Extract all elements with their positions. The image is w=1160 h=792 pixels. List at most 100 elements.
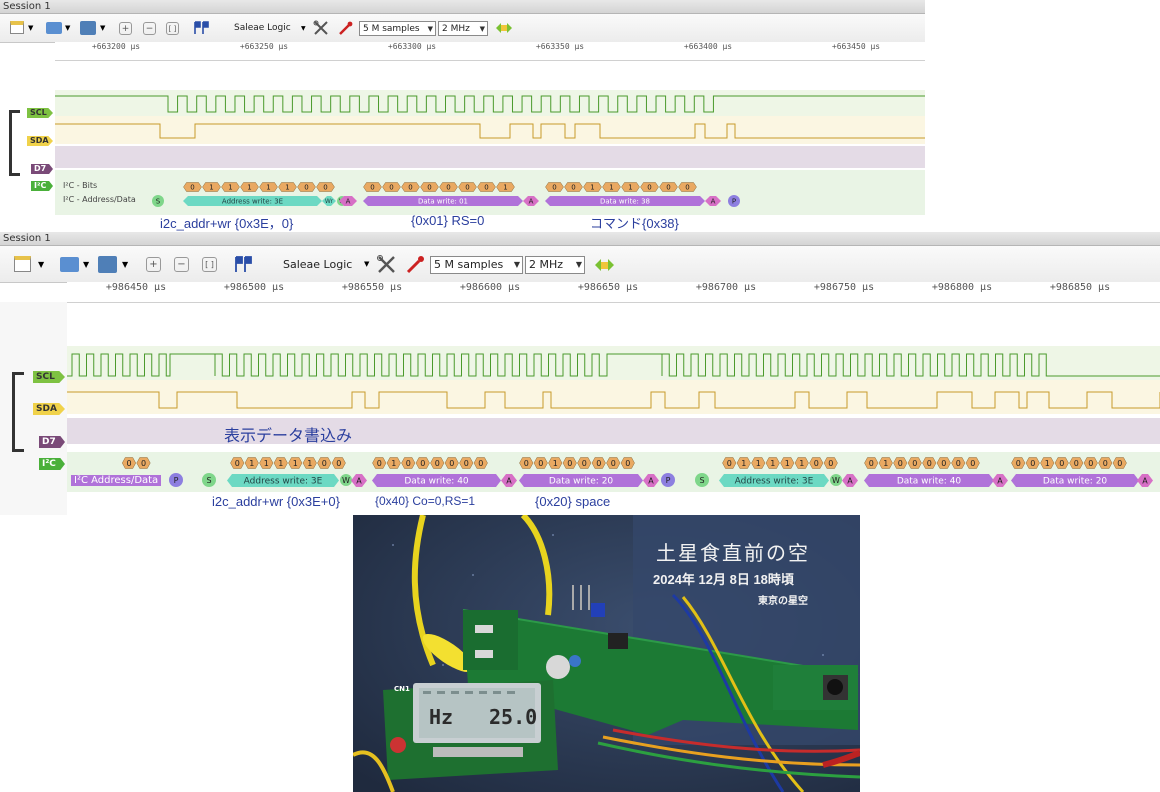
- channel-scl[interactable]: SCL: [33, 371, 65, 383]
- address-frame[interactable]: [227, 474, 339, 487]
- start-capture-icon[interactable]: [496, 22, 512, 34]
- chevron-down-icon[interactable]: ▼: [38, 260, 45, 269]
- w-marker[interactable]: [830, 474, 842, 486]
- start-marker[interactable]: [202, 473, 216, 487]
- bit-cell-label: 1: [609, 183, 613, 191]
- bit-cell: [936, 457, 951, 469]
- ruler-tick: +986500 µs: [223, 282, 285, 293]
- bit-cell: [401, 457, 416, 469]
- poster-date: 2024年 12月 8日 18時頃: [653, 572, 794, 587]
- zoom-out-icon[interactable]: −: [174, 257, 189, 272]
- channel-sda[interactable]: SDA: [33, 403, 65, 415]
- bit-cell-label: 0: [370, 183, 374, 191]
- bit-cell: [420, 182, 439, 192]
- settings-tools-icon[interactable]: [377, 255, 396, 274]
- ack-frame[interactable]: [1137, 474, 1153, 487]
- save-icon[interactable]: [80, 21, 96, 35]
- annotation-address: i2c_addr+wr {0x3E+0}: [212, 494, 340, 509]
- data-frame[interactable]: [864, 474, 994, 487]
- ack-frame[interactable]: [351, 474, 367, 487]
- bit-cell-label: 0: [970, 459, 975, 468]
- bit-cell: [273, 457, 288, 469]
- channel-scl[interactable]: SCL: [27, 108, 53, 118]
- data-frame[interactable]: [1011, 474, 1139, 487]
- ack-frame[interactable]: [523, 196, 539, 206]
- marker-flags-icon[interactable]: [234, 256, 252, 273]
- channel-i2c[interactable]: I²C: [31, 181, 53, 191]
- stop-marker[interactable]: [728, 195, 740, 207]
- chevron-down-icon[interactable]: ▼: [28, 24, 34, 32]
- data-frame[interactable]: [372, 474, 501, 487]
- address-frame[interactable]: [183, 196, 322, 206]
- probe-icon[interactable]: [338, 20, 354, 36]
- start-marker[interactable]: [152, 195, 164, 207]
- w-marker[interactable]: [340, 474, 352, 486]
- ack-frame[interactable]: [501, 474, 517, 487]
- write-flag[interactable]: [322, 196, 336, 206]
- zoom-out-icon[interactable]: −: [143, 22, 156, 35]
- new-file-icon[interactable]: [14, 256, 31, 272]
- zoom-fit-icon[interactable]: [ ]: [202, 257, 217, 272]
- new-file-icon[interactable]: [10, 21, 24, 34]
- chevron-down-icon[interactable]: ▼: [364, 260, 370, 268]
- zoom-fit-icon[interactable]: [ ]: [166, 22, 179, 35]
- bit-cell-label: 1: [741, 459, 746, 468]
- samples-select[interactable]: 5 M samples▼: [359, 21, 436, 36]
- data-frame[interactable]: [545, 196, 705, 206]
- channel-i2c[interactable]: I²C: [39, 458, 65, 470]
- marker-flags-icon[interactable]: [193, 21, 209, 35]
- ack-frame[interactable]: [643, 474, 659, 487]
- logic-session-top: Session 1 ▼ ▼ ▼ + − [ ] Saleae Logic ▼ 5…: [0, 0, 925, 232]
- address-frame[interactable]: [719, 474, 829, 487]
- bit-cell: [722, 457, 737, 469]
- bit-cell: [621, 182, 640, 192]
- ack-frame[interactable]: [339, 196, 357, 206]
- toolbar: ▼ ▼ ▼ + − [ ] Saleae Logic ▼ 5 M samples…: [0, 246, 1160, 283]
- ack-frame[interactable]: [705, 196, 721, 206]
- rate-select[interactable]: 2 MHz▼: [525, 256, 585, 274]
- scl-waveform: [67, 353, 1160, 377]
- channel-d7[interactable]: D7: [31, 164, 53, 174]
- ack-frame[interactable]: [992, 474, 1008, 487]
- stop-marker[interactable]: [169, 473, 183, 487]
- samples-select[interactable]: 5 M samples▼: [430, 256, 523, 274]
- bit-cell-label: 0: [869, 459, 874, 468]
- bit-cell-label: 1: [228, 183, 232, 191]
- chevron-down-icon[interactable]: ▼: [100, 24, 106, 32]
- bit-cell-label: 0: [449, 459, 454, 468]
- bit-cell-label: 0: [126, 459, 131, 468]
- chevron-down-icon[interactable]: ▼: [65, 24, 71, 32]
- open-folder-icon[interactable]: [60, 257, 79, 272]
- start-marker[interactable]: [695, 473, 709, 487]
- bit-cell-label: 1: [785, 459, 790, 468]
- bit-cell: [548, 457, 563, 469]
- start-capture-icon[interactable]: [595, 258, 614, 272]
- ack-frame-label: A: [997, 476, 1003, 485]
- ruler-tick: +986650 µs: [577, 282, 639, 293]
- chevron-down-icon[interactable]: ▼: [122, 260, 129, 269]
- d7-lane: [55, 146, 925, 168]
- data-frame[interactable]: [363, 196, 523, 206]
- bit-cell-label: 0: [1103, 459, 1108, 468]
- rate-select[interactable]: 2 MHz▼: [438, 21, 488, 36]
- chevron-down-icon[interactable]: ▼: [301, 25, 306, 32]
- channel-d7[interactable]: D7: [39, 436, 65, 448]
- chevron-down-icon[interactable]: ▼: [83, 260, 90, 269]
- bit-cell: [183, 182, 202, 192]
- zoom-in-icon[interactable]: +: [146, 257, 161, 272]
- bit-cell: [288, 457, 303, 469]
- channel-sda[interactable]: SDA: [27, 136, 53, 146]
- save-icon[interactable]: [98, 256, 117, 273]
- zoom-in-icon[interactable]: +: [119, 22, 132, 35]
- stop-marker[interactable]: [661, 473, 675, 487]
- bit-cell: [1083, 457, 1098, 469]
- settings-tools-icon[interactable]: [313, 20, 329, 36]
- bit-cell-label: 0: [465, 183, 469, 191]
- ack-frame[interactable]: [842, 474, 858, 487]
- open-folder-icon[interactable]: [46, 22, 62, 34]
- time-ruler: +663200 µs +663250 µs +663300 µs +663350…: [55, 42, 925, 61]
- data-frame[interactable]: [519, 474, 643, 487]
- probe-icon[interactable]: [406, 255, 425, 274]
